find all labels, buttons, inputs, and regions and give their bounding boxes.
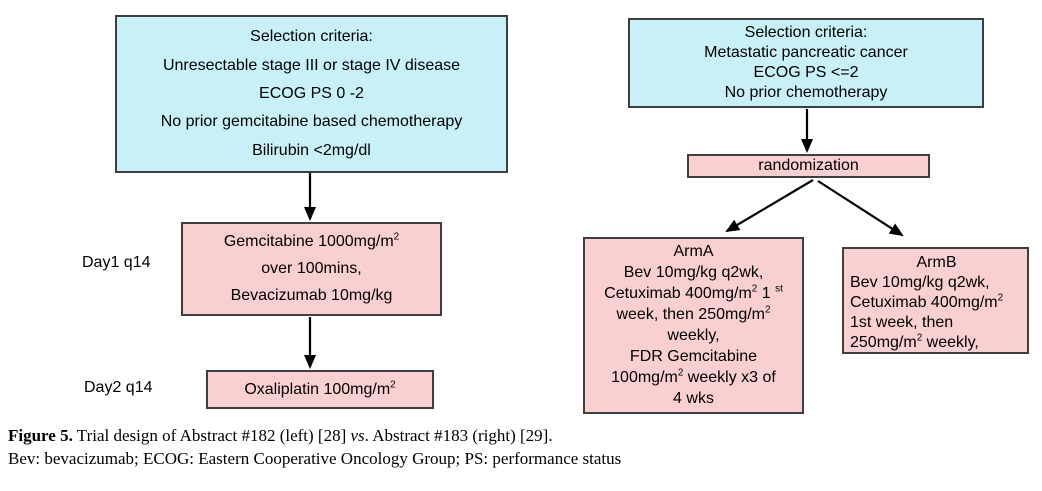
flow-line: No prior chemotherapy (724, 84, 888, 101)
flow-line: over 100mins, (261, 259, 362, 277)
day1-q14-label: Day1 q14 (82, 254, 151, 271)
vs-italic-text: vs (350, 426, 365, 445)
arm-a-box: ArmA Bev 10mg/kg q2wk,Cetuximab 400mg/m2 … (583, 237, 804, 414)
caption-text-after-vs: . Abstract #183 (right) [29]. (364, 426, 553, 445)
flow-line: Unresectable stage III or stage IV disea… (162, 56, 461, 74)
oxaliplatin-box: Oxaliplatin 100mg/m2 (206, 370, 434, 409)
flow-line: Oxaliplatin 100mg/m2 (244, 379, 396, 398)
flow-line: ECOG PS <=2 (753, 64, 859, 81)
flow-line: Selection criteria: (744, 24, 868, 41)
flow-line: No prior gemcitabine based chemotherapy (160, 113, 463, 131)
caption-abbreviations: Bev: bevacizumab; ECOG: Eastern Cooperat… (8, 449, 622, 468)
flow-line: Cetuximab 400mg/m2 (850, 292, 1004, 311)
flow-line: week, then 250mg/m2 (616, 304, 771, 324)
day2-q14-label: Day2 q14 (84, 379, 153, 396)
flow-line: 1st week, then (850, 314, 954, 331)
arm-b-box: ArmB Bev 10mg/kg q2wk,Cetuximab 400mg/m2 1… (842, 247, 1029, 354)
flow-line: ArmB (916, 254, 957, 271)
flow-line: 100mg/m2 weekly x3 of (611, 367, 776, 386)
flow-line: 4 wks (673, 389, 714, 407)
flow-line: FDR Gemcitabine (629, 347, 758, 365)
arrow-down-left-icon (725, 179, 814, 233)
flow-line: 250mg/m2 weekly, (850, 332, 979, 351)
gemcitabine-bevacizumab-box: Gemcitabine 1000mg/m2 over 100mins, Bevaci… (181, 222, 442, 316)
flow-line: Bev 10mg/kg q2wk, (850, 274, 990, 291)
left-selection-criteria-box: Selection criteria: Unresectable stage II… (115, 15, 508, 173)
flow-line: Bilirubin <2mg/dl (252, 141, 371, 159)
figure-number-label: Figure 5. (8, 426, 73, 445)
flow-line: Metastatic pancreatic cancer (704, 44, 908, 61)
flow-line: Bevacizumab 10mg/kg (230, 287, 393, 305)
flow-line: ECOG PS 0 -2 (259, 84, 364, 102)
randomization-box: randomization (687, 154, 930, 178)
right-selection-criteria-box: Selection criteria: Metastatic pancreatic… (628, 18, 984, 108)
flow-line: Selection criteria: (250, 28, 373, 46)
arrow-down-right-icon (817, 180, 904, 237)
figure-caption: Figure 5. Trial design of Abstract #182 … (8, 424, 621, 470)
flow-line: Gemcitabine 1000mg/m2 (223, 231, 400, 250)
caption-line-1: Figure 5. Trial design of Abstract #182 … (8, 424, 621, 447)
flow-line: Bev 10mg/kg q2wk, (623, 264, 764, 282)
caption-text-before-vs: Trial design of Abstract #182 (left) [28… (72, 426, 351, 445)
flow-line: ArmA (673, 243, 714, 261)
flow-line: weekly, (667, 326, 720, 344)
flow-line: Cetuximab 400mg/m2 1 st (604, 283, 783, 303)
